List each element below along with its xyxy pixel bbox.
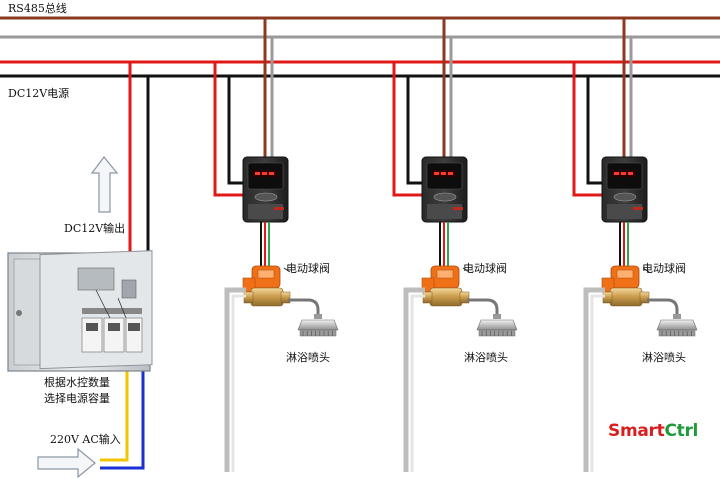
controller-units <box>213 18 698 337</box>
dc12v-output-label: DC12V输出 <box>64 222 126 235</box>
unit-3 <box>572 18 698 337</box>
right-arrow-icon <box>37 447 96 478</box>
supply-note-line1: 根据水控数量 <box>44 376 110 389</box>
ac-input-label: 220V AC输入 <box>50 433 121 446</box>
brand-ctrl: Ctrl <box>664 421 699 441</box>
electric-ball-valve <box>421 265 470 307</box>
water-controller <box>601 156 648 223</box>
drop-black-wire <box>227 76 245 185</box>
power-supply-cabinet <box>7 250 153 372</box>
pipe-1 <box>224 287 246 472</box>
drop-red-wire <box>213 62 245 197</box>
electric-ball-valve <box>242 265 291 307</box>
shower-head <box>288 298 339 337</box>
shower-head <box>647 298 698 337</box>
unit-2 <box>392 18 518 337</box>
drop-red-wire <box>572 62 604 197</box>
drop-black-wire <box>406 76 424 185</box>
unit-1 <box>213 18 339 337</box>
water-controller <box>421 156 468 223</box>
water-controller <box>242 156 289 223</box>
shower-label-2: 淋浴喷头 <box>464 351 508 364</box>
supply-note-line2: 选择电源容量 <box>44 392 110 405</box>
ac-yellow-wire <box>100 370 129 462</box>
up-arrow-icon <box>90 156 119 213</box>
dc12v-power-label: DC12V电源 <box>8 87 70 100</box>
smartctrl-logo: SmartCtrl <box>608 421 698 441</box>
electric-ball-valve <box>601 265 650 307</box>
water-pipes <box>224 287 605 472</box>
valve-label-3: 电动球阀 <box>642 262 686 275</box>
shower-label-3: 淋浴喷头 <box>642 351 686 364</box>
drop-red-wire <box>392 62 424 197</box>
drop-black-wire <box>586 76 604 185</box>
valve-label-1: 电动球阀 <box>286 262 330 275</box>
shower-head <box>467 298 518 337</box>
ac-blue-wire <box>100 370 145 470</box>
pipe-2 <box>403 287 425 472</box>
rs485-bus-label: RS485总线 <box>8 2 67 15</box>
brand-smart: Smart <box>608 421 665 441</box>
valve-label-2: 电动球阀 <box>463 262 507 275</box>
pipe-3 <box>583 287 605 472</box>
shower-label-1: 淋浴喷头 <box>286 351 330 364</box>
